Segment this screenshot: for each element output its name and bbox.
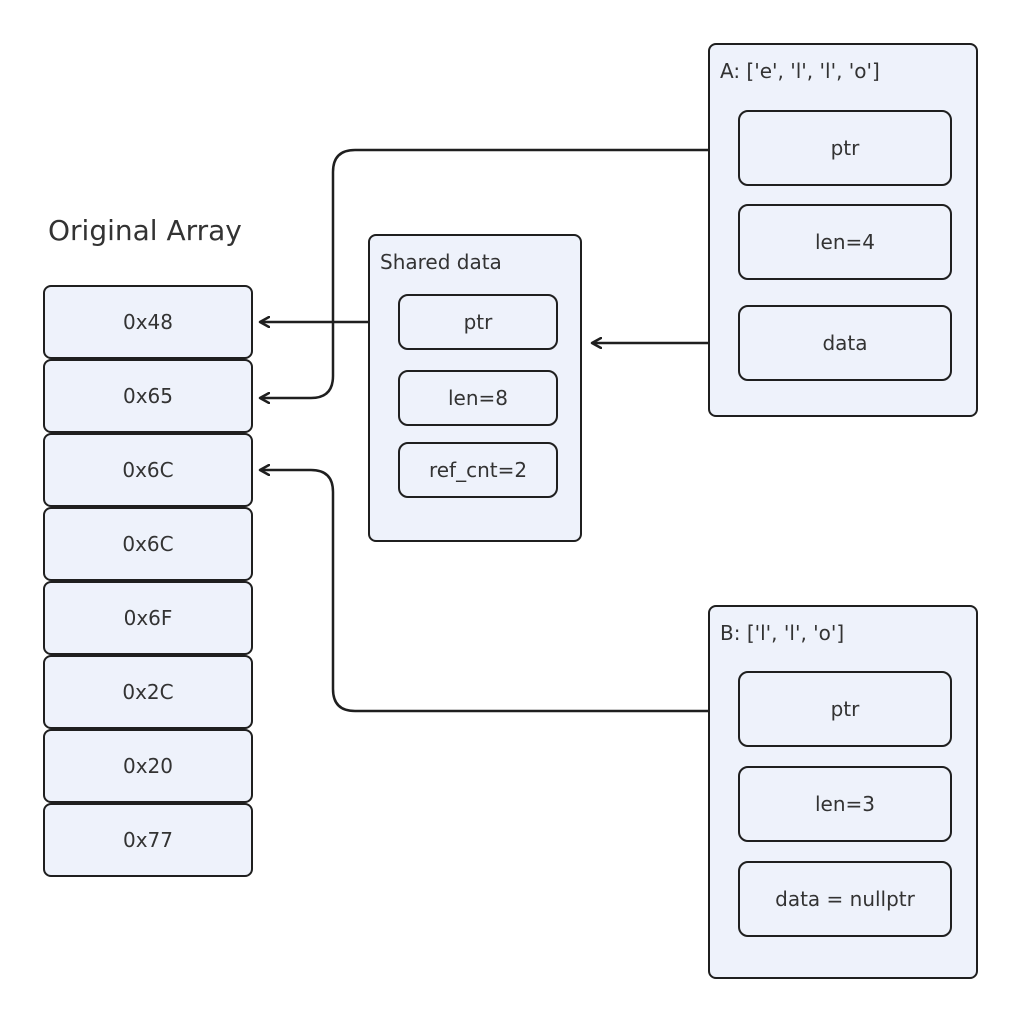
arrow-b-ptr-to-0x6c [260,470,738,713]
array-cell-3: 0x6C [43,507,253,581]
b-data-box: data = nullptr [738,861,952,937]
shared-ptr-box: ptr [398,294,558,350]
b-ptr-box: ptr [738,671,952,747]
original-array-title: Original Array [48,214,242,247]
a-len-box: len=4 [738,204,952,280]
array-cell-6: 0x20 [43,729,253,803]
shared-ref-cnt-box: ref_cnt=2 [398,442,558,498]
shared-data-title: Shared data [380,250,502,274]
a-ptr-box: ptr [738,110,952,186]
slice-b-title: B: ['l', 'l', 'o'] [720,621,845,645]
slice-a-title: A: ['e', 'l', 'l', 'o'] [720,59,880,83]
b-len-box: len=3 [738,766,952,842]
shared-len-box: len=8 [398,370,558,426]
a-data-box: data [738,305,952,381]
array-cell-0: 0x48 [43,285,253,359]
array-cell-5: 0x2C [43,655,253,729]
array-cell-2: 0x6C [43,433,253,507]
array-cell-7: 0x77 [43,803,253,877]
array-cell-4: 0x6F [43,581,253,655]
arrow-a-ptr-to-0x65 [260,148,738,398]
array-cell-1: 0x65 [43,359,253,433]
